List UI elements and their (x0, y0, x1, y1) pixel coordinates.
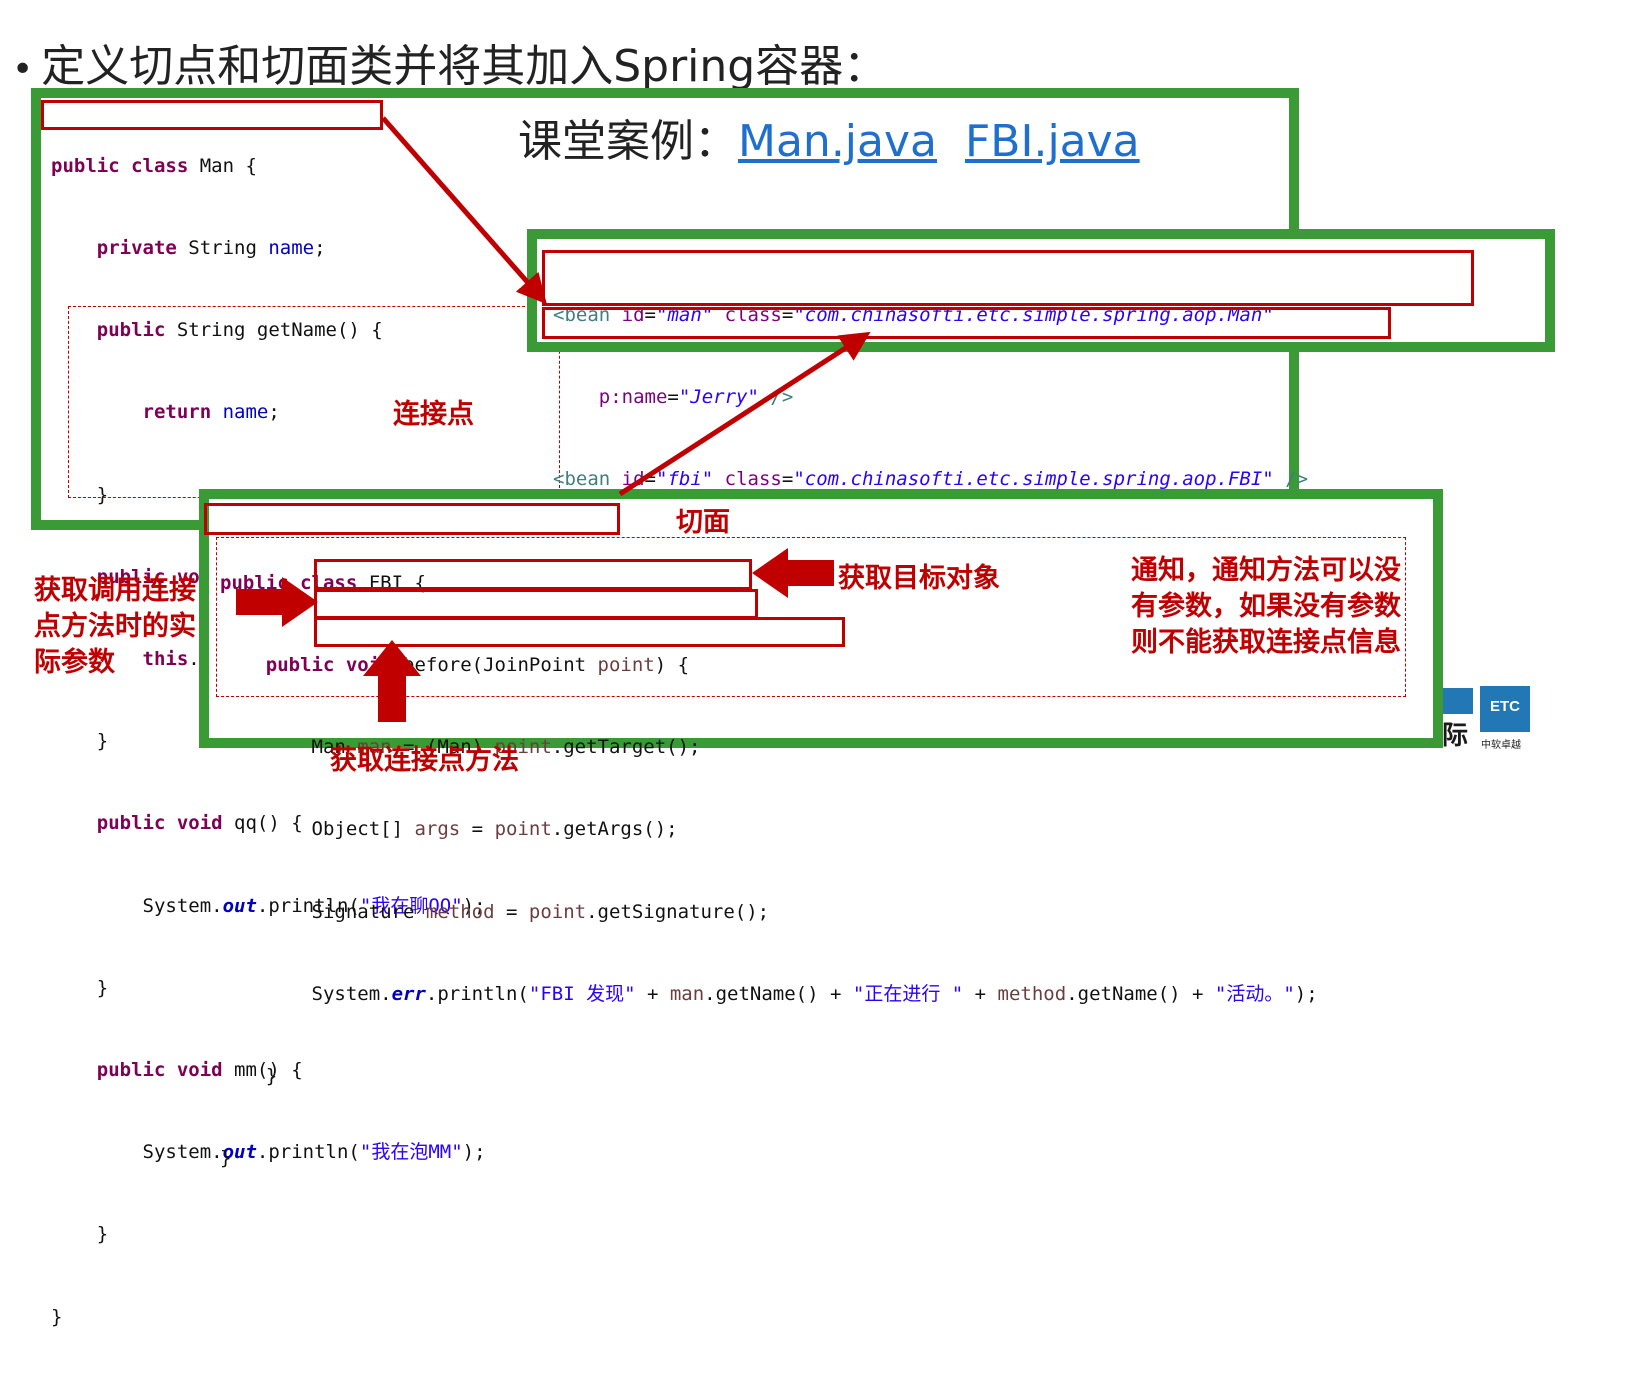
code-line: } (51, 483, 109, 506)
arrow-get-signature (363, 640, 421, 722)
etc-logo: ETC (1480, 686, 1530, 732)
advice-region (216, 537, 1406, 697)
code-line: } (220, 1065, 278, 1088)
code-line: public String getName() { (96, 319, 383, 342)
code-line: public class Man { (51, 154, 257, 177)
logo-partial-block (1443, 688, 1473, 714)
get-signature-label: 获取连接点方法 (330, 745, 519, 776)
code-line: return name; (142, 401, 280, 424)
get-target-label: 获取目标对象 (838, 563, 1000, 594)
fbi-class-highlight (204, 503, 620, 535)
fbi-bean-highlight (542, 307, 1391, 339)
get-target-highlight (314, 559, 752, 590)
code-line: private String name; (96, 237, 326, 260)
arrow-man-to-bean (381, 116, 547, 305)
fbi-java-link[interactable]: FBI.java (964, 116, 1140, 167)
aspect-label: 切面 (676, 507, 730, 538)
bullet: • (12, 49, 34, 90)
code-line: } (220, 1147, 232, 1170)
case-label: 课堂案例： (518, 116, 738, 167)
slide-title-text: 定义切点和切面类并将其加入Spring容器： (41, 41, 888, 92)
code-line: } (51, 730, 109, 753)
code-line: } (51, 1305, 63, 1328)
code-line: public void before(JoinPoint point) { (265, 654, 690, 677)
code-line: <bean id="fbi" class="com.chinasofti.etc… (553, 468, 1309, 491)
case-reference: 课堂案例：Man.java FBI.java (518, 105, 1140, 169)
code-line: System.err.println("FBI 发现" + man.getNam… (220, 982, 1318, 1005)
code-line: Signature method = point.getSignature(); (220, 900, 770, 923)
logo-partial-char: 际 (1442, 721, 1469, 751)
join-point-label: 连接点 (393, 399, 474, 430)
man-java-link[interactable]: Man.java (738, 116, 937, 167)
arrow-get-args (236, 577, 318, 627)
arrow-fbi-to-bean (618, 331, 871, 497)
arrows-layer (236, 116, 871, 722)
man-class-highlight (41, 100, 383, 130)
get-args-label: 获取调用连接点方法时的实际参数 (34, 575, 196, 678)
code-line: Man man = (Man) point.getTarget(); (220, 736, 701, 759)
get-signature-highlight (314, 617, 845, 647)
code-line: Object[] args = point.getArgs(); (220, 818, 678, 841)
advice-label: 通知，通知方法可以没有参数，如果没有参数则不能获取连接点信息 (1131, 555, 1401, 658)
slide-title: •定义切点和切面类并将其加入Spring容器： (12, 30, 887, 94)
etc-logo-subtitle: 中软卓越 (1481, 740, 1521, 751)
arrow-get-target (752, 548, 834, 598)
etc-logo-text: ETC (1490, 698, 1520, 715)
